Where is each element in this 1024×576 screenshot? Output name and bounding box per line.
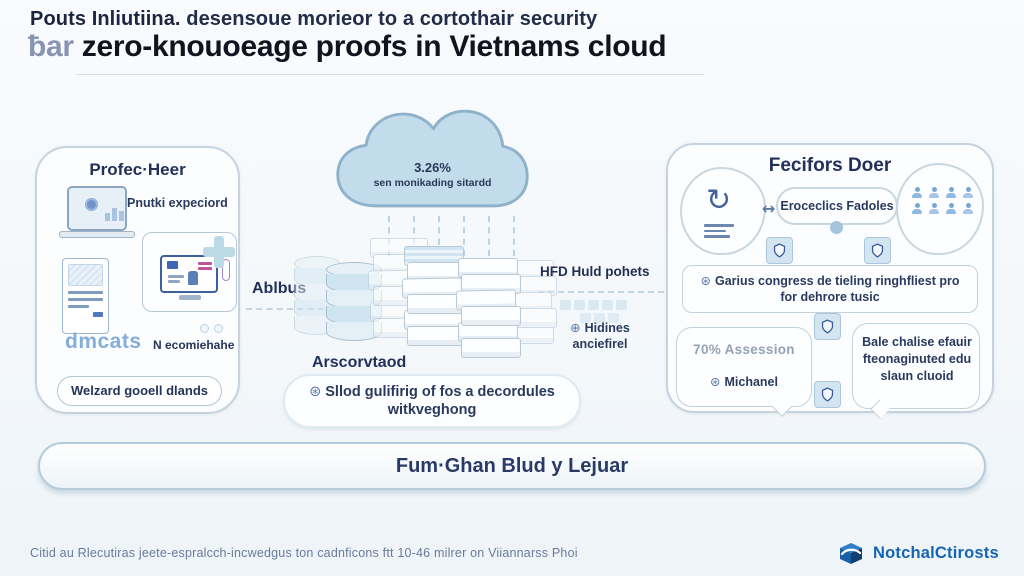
globe-icon <box>85 198 98 211</box>
brand-logo[interactable]: NotchalCtirosts <box>836 540 999 567</box>
people-grid-icon <box>912 187 974 214</box>
bus-label: Ablbus <box>252 280 307 297</box>
assession-item: ⊛Michanel <box>710 374 778 389</box>
chalise-bubble: Bale chalise efauir fteonaginuted edu sl… <box>852 323 980 409</box>
header-subtitle: Pouts Inliutiina. desensoue morieor to a… <box>30 8 597 31</box>
connector-dashed <box>488 216 490 256</box>
connector-dashed <box>538 291 664 293</box>
connector-dashed <box>463 216 465 256</box>
asterisk-bullet-icon: ⊛ <box>700 272 711 288</box>
connector-dashed <box>513 216 515 256</box>
sync-icon: ↻ <box>706 183 732 218</box>
assession-title: 70% Assession <box>693 342 795 357</box>
shield-badge-icon <box>814 313 841 340</box>
process-pill: Eroceclics Fadoles <box>776 187 898 225</box>
connector-dashed <box>388 216 390 256</box>
congress-note: ⊛Garius congress de tieling ringhfliest … <box>682 265 978 313</box>
person-icon <box>188 271 198 285</box>
connector-dashed <box>246 308 334 310</box>
shield-badge-icon <box>814 381 841 408</box>
people-blob-icon <box>896 163 984 255</box>
footer-caption: Citid au Rlecutiras jeete-espralcch-incw… <box>30 546 578 560</box>
provider-subtitle: Pnutki expeciord <box>127 196 228 210</box>
plus-bullet-icon: ⊕ <box>570 320 581 335</box>
caption-blob: ⊛Sllod gulifirig of fos a decordules wit… <box>283 374 581 428</box>
stack-label: Arscorvtaod <box>312 354 407 371</box>
arrows-icon: ↔ <box>762 199 776 218</box>
brand-logo-text: NotchalCtirosts <box>873 544 999 562</box>
provider-panel: Profec·Heer Pnutki expeciord dmcats N ec <box>35 146 240 414</box>
paper-stack-icon <box>401 246 467 346</box>
factors-panel: Fecifors Doer ↻ ↔ Eroceclics Fadoles ⊛Ga… <box>666 143 994 413</box>
asterisk-bullet-icon: ⊛ <box>309 383 322 400</box>
document-icon <box>62 258 109 334</box>
laptop-icon <box>59 186 135 238</box>
brand-wordmark: dmcats <box>65 330 142 353</box>
header-subtitle-rest: desensoue morieor to a cortothair securi… <box>186 8 598 30</box>
connector-dashed <box>413 216 415 256</box>
shield-badge-icon <box>864 237 891 264</box>
brand-note: N ecomiehahe <box>153 338 235 352</box>
connector-dashed <box>438 216 440 256</box>
bottom-banner-button[interactable]: Fum·Ghan Blud y Lejuar <box>38 442 986 490</box>
factors-panel-title: Fecifors Doer <box>768 155 892 176</box>
wizard-button[interactable]: Welzard gooell dlands <box>57 376 222 406</box>
cloud-caption: 3.26% sen monikading sitardd <box>340 160 525 189</box>
title-divider <box>76 74 704 75</box>
provider-panel-title: Profec·Heer <box>89 160 186 179</box>
cloud-value: 3.26% <box>414 160 451 175</box>
page-title-main: zero-knouoeage proofs in Vietnams cloud <box>81 30 667 63</box>
header-subtitle-strong: Pouts Inliutiina. <box>30 8 181 30</box>
chalise-text: Bale chalise efauir fteonaginuted edu sl… <box>862 335 972 383</box>
sync-blob-icon: ↻ <box>680 167 766 255</box>
faint-icons-row <box>560 300 627 310</box>
logo-cube-icon <box>840 543 862 564</box>
mid-column-title: HFD Huld pohets <box>540 264 650 279</box>
shield-badge-icon <box>766 237 793 264</box>
page-title-prefix: ƀar <box>28 30 74 63</box>
assession-bubble: 70% Assession ⊛Michanel <box>676 327 812 407</box>
mid-column-item: ⊕Hidines anciefirel <box>570 320 630 352</box>
database-icon <box>326 262 382 341</box>
faint-icons-row <box>580 313 619 323</box>
capsule-icon <box>222 259 230 281</box>
paper-stack-icon <box>455 258 521 358</box>
blob-text: Sllod gulifirig of fos a decordules witk… <box>325 383 555 418</box>
status-dots-icon <box>200 324 223 333</box>
cloud-label: sen monikading sitardd <box>373 177 492 189</box>
medical-cross-icon <box>203 236 235 268</box>
cloud-icon <box>330 104 535 216</box>
pill-dot-icon <box>830 221 843 234</box>
asterisk-bullet-icon: ⊛ <box>710 374 721 389</box>
